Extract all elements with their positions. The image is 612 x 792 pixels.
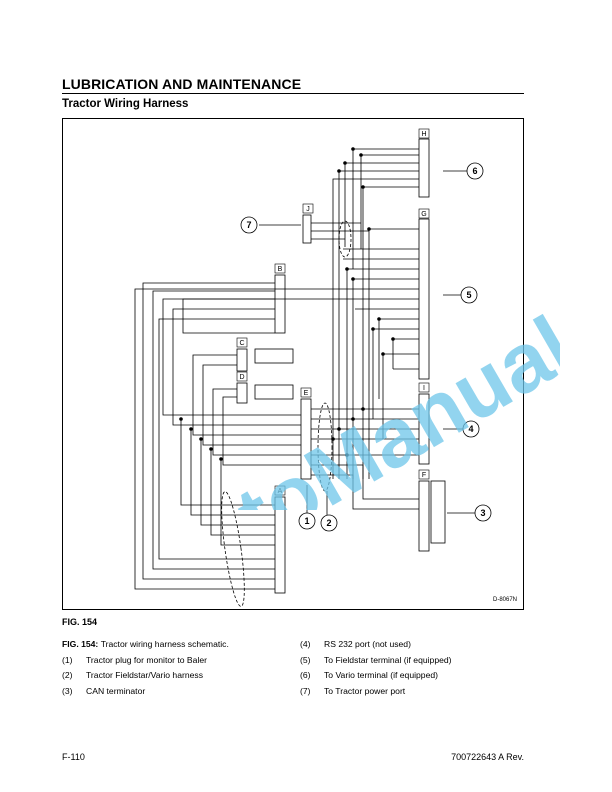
connector-f-body (418, 480, 430, 552)
callout-7: 7 (246, 220, 251, 230)
document-number: 700722643 A Rev. (451, 752, 524, 762)
list-item-text: Tractor Fieldstar/Vario harness (86, 670, 204, 680)
callout-4-circle (462, 420, 480, 438)
can-terminator-body (430, 480, 446, 544)
subsection-title: Tractor Wiring Harness (62, 98, 189, 110)
section-title: LUBRICATION AND MAINTENANCE (62, 76, 302, 92)
caption-column-right: (4) RS 232 port (not used) (5) To Fields… (300, 637, 530, 699)
callout-7-circle (240, 216, 258, 234)
figure-code: D-8067N (492, 597, 517, 603)
list-item: (5) To Fieldstar terminal (if equipped) (300, 653, 530, 669)
wiring-schematic: H G J B C D E I F A 6 7 5 4 3 1 (134, 128, 492, 607)
connector-f-label: F (422, 472, 426, 479)
connector-c-body (236, 348, 248, 372)
caption-column-left: FIG. 154: Tractor wiring harness schemat… (62, 637, 292, 699)
callout-5-circle (460, 286, 478, 304)
list-item: (3) CAN terminator (62, 684, 292, 700)
figure-label: FIG. 154 (62, 617, 98, 627)
list-item-text: To Vario terminal (if equipped) (324, 670, 439, 680)
list-item-number: (1) (62, 654, 73, 665)
connector-d-body (236, 382, 248, 404)
connector-e-label: E (304, 390, 309, 397)
list-item: (7) To Tractor power port (300, 684, 530, 700)
connector-a-label: A (278, 488, 283, 495)
list-item-text: To Tractor power port (324, 685, 406, 696)
list-item-number: (6) (300, 670, 311, 680)
list-item-text: CAN terminator (86, 685, 146, 696)
wiring-figure: H G J B C D E I F A 6 7 5 4 3 1 (62, 118, 524, 610)
connector-g-label: G (421, 211, 426, 218)
connector-h-label: H (421, 131, 426, 138)
connector-j-label: J (306, 206, 310, 213)
caption-fig-ref: FIG. 154: (62, 639, 99, 649)
list-item-number: (3) (62, 685, 73, 696)
callout-5: 5 (466, 290, 471, 300)
list-item-number: (7) (300, 685, 311, 696)
callout-1: 1 (304, 516, 309, 526)
callout-3-circle (474, 504, 492, 522)
callout-2-circle (320, 514, 338, 532)
list-item-number: (5) (300, 654, 311, 665)
connector-i-body (418, 393, 430, 465)
list-item-text: To Fieldstar terminal (if equipped) (324, 654, 452, 665)
title-rule (62, 93, 524, 94)
list-item-number: (4) (300, 639, 311, 649)
connector-d-module (254, 384, 294, 400)
list-item-text: Tractor plug for monitor to Baler (86, 654, 207, 665)
callout-1-circle (298, 512, 316, 530)
list-item-text: RS 232 port (not used) (324, 639, 411, 649)
list-item: (1) Tractor plug for monitor to Baler (62, 653, 292, 669)
page-number: F-110 (62, 752, 85, 762)
list-item: (2) Tractor Fieldstar/Vario harness (62, 668, 292, 684)
connector-c-module (254, 348, 294, 364)
callout-2: 2 (326, 518, 331, 528)
connector-h-body (418, 138, 430, 198)
connector-i-label: I (423, 385, 425, 392)
list-item-number: (2) (62, 670, 73, 680)
connector-b-label: B (278, 266, 283, 273)
caption-heading: FIG. 154: Tractor wiring harness schemat… (62, 637, 292, 653)
connector-g-body (418, 218, 430, 380)
connector-e-body (300, 398, 312, 480)
connector-c-label: C (239, 340, 244, 347)
caption-fig-text: Tractor wiring harness schematic. (100, 639, 229, 649)
connector-j-body (302, 214, 312, 244)
connector-b-body (274, 274, 286, 334)
connector-a-body (274, 496, 286, 594)
callout-3: 3 (480, 508, 485, 518)
connector-d-label: D (239, 374, 244, 381)
list-item: (6) To Vario terminal (if equipped) (300, 668, 530, 684)
callout-6: 6 (472, 166, 477, 176)
callout-6-circle (466, 162, 484, 180)
list-item: (4) RS 232 port (not used) (300, 637, 530, 653)
callout-4: 4 (468, 424, 473, 434)
